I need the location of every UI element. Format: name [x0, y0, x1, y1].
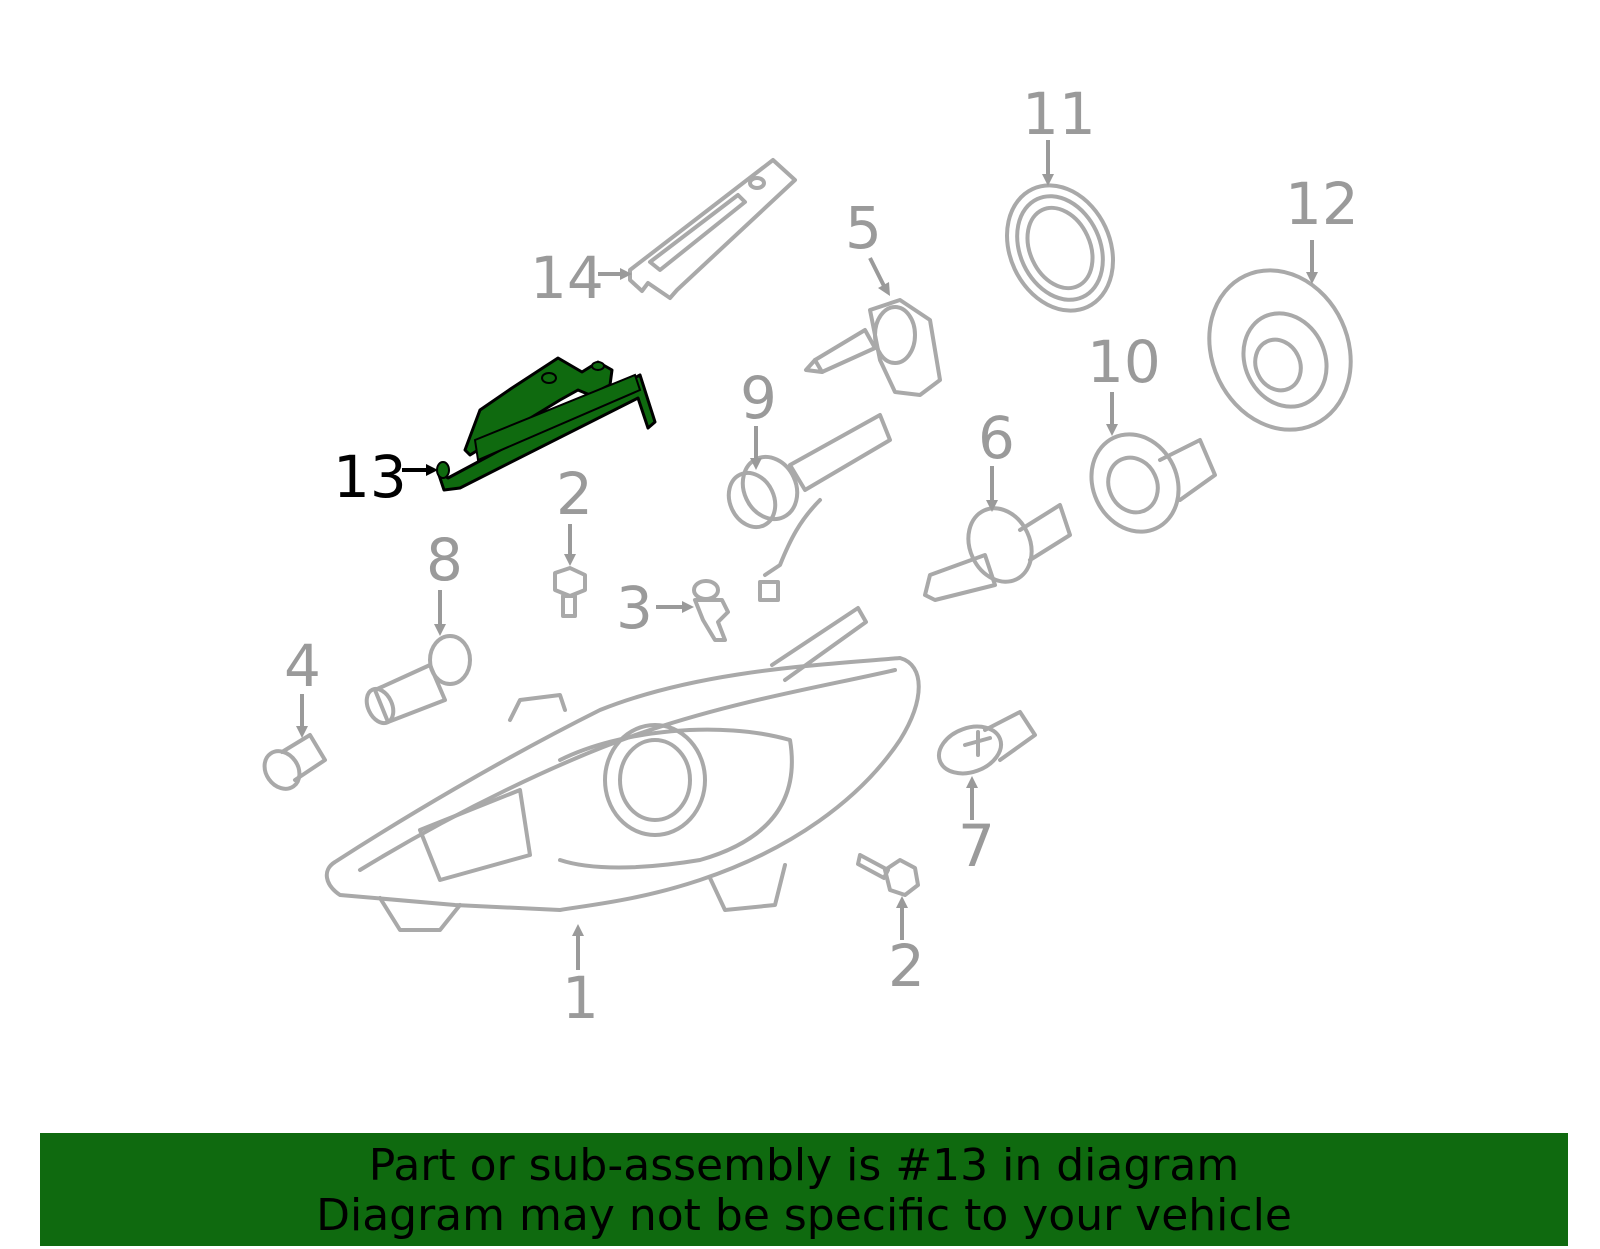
part-2-bolt-lower[interactable]	[856, 853, 920, 897]
callout-12: 12	[1285, 170, 1359, 238]
part-4-bulb[interactable]	[257, 733, 327, 796]
part-11-ring[interactable]	[987, 168, 1133, 328]
callout-1: 1	[562, 964, 599, 1032]
callout-2-upper: 2	[556, 460, 593, 528]
callout-7: 7	[958, 812, 995, 880]
part-1-headlamp-assembly[interactable]	[324, 606, 921, 932]
part-9-bulb-with-wire[interactable]	[720, 413, 892, 602]
part-7-bulb[interactable]	[932, 710, 1037, 782]
info-banner: Part or sub-assembly is #13 in diagram D…	[40, 1133, 1568, 1246]
part-3-clip[interactable]	[692, 579, 730, 642]
callout-2-lower: 2	[888, 932, 925, 1000]
callout-13: 13	[333, 443, 407, 511]
part-13-bracket-highlighted[interactable]	[436, 356, 657, 492]
callout-11: 11	[1022, 80, 1096, 148]
part-12-cap[interactable]	[1184, 247, 1377, 453]
part-5-bulb[interactable]	[804, 298, 942, 397]
callout-8: 8	[426, 526, 463, 594]
part-6-bulb[interactable]	[923, 498, 1072, 602]
callout-4: 4	[284, 632, 321, 700]
part-10-socket[interactable]	[1076, 420, 1217, 546]
callout-arrows	[296, 140, 1318, 970]
callout-9: 9	[740, 364, 777, 432]
callout-10: 10	[1087, 328, 1161, 396]
banner-line-1: Part or sub-assembly is #13 in diagram	[368, 1140, 1240, 1191]
callout-5: 5	[845, 194, 882, 262]
callout-3: 3	[616, 574, 653, 642]
part-2-screw-upper[interactable]	[553, 566, 587, 618]
callout-14: 14	[530, 244, 604, 312]
callout-6: 6	[978, 404, 1015, 472]
part-14-bracket[interactable]	[628, 158, 797, 300]
banner-line-2: Diagram may not be specific to your vehi…	[316, 1190, 1292, 1241]
part-8-socket[interactable]	[362, 634, 472, 727]
